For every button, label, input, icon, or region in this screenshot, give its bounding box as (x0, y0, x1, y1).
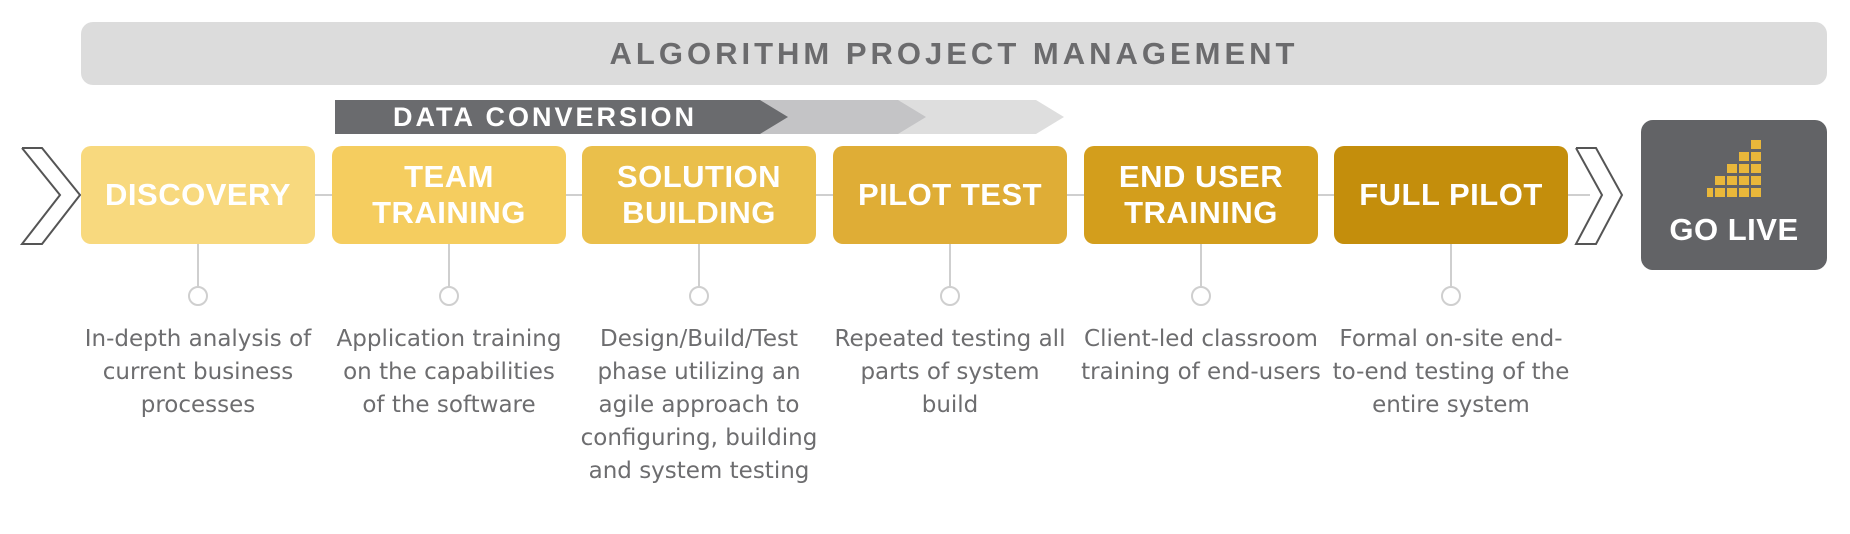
marker-circle (1441, 286, 1461, 306)
step-pilot-test: PILOT TEST (833, 146, 1067, 244)
marker-circle (188, 286, 208, 306)
chevron-right-icon (1574, 147, 1624, 245)
step-solution-building: SOLUTION BUILDING (582, 146, 816, 244)
go-live-label: GO LIVE (1669, 212, 1799, 247)
step-description: Client-led classroom training of end-use… (1081, 326, 1321, 385)
marker-circle (940, 286, 960, 306)
step-description: Design/Build/Test phase utilizing an agi… (580, 326, 818, 484)
step-description: Formal on-site end-to-end testing of the… (1332, 326, 1570, 418)
step-description: In-depth analysis of current business pr… (84, 326, 312, 418)
step-discovery: DISCOVERY (81, 146, 315, 244)
step-markers (188, 244, 1461, 306)
step-end-user-training: END USER TRAINING (1084, 146, 1318, 244)
go-live-box: GO LIVE (1641, 120, 1827, 270)
marker-circle (689, 286, 709, 306)
data-conversion-label: DATA CONVERSION (392, 101, 697, 132)
step-description: Repeated testing all parts of system bui… (834, 326, 1066, 418)
marker-circle (439, 286, 459, 306)
chevron-left-icon (19, 147, 82, 245)
step-description: Application training on the capabilities… (336, 326, 562, 418)
page-title: ALGORITHM PROJECT MANAGEMENT (81, 22, 1827, 85)
step-team-training: TEAM TRAINING (332, 146, 566, 244)
step-full-pilot: FULL PILOT (1334, 146, 1568, 244)
rising-bars-icon (1707, 140, 1761, 197)
marker-circle (1191, 286, 1211, 306)
conversion-arrow-dark (335, 100, 788, 134)
